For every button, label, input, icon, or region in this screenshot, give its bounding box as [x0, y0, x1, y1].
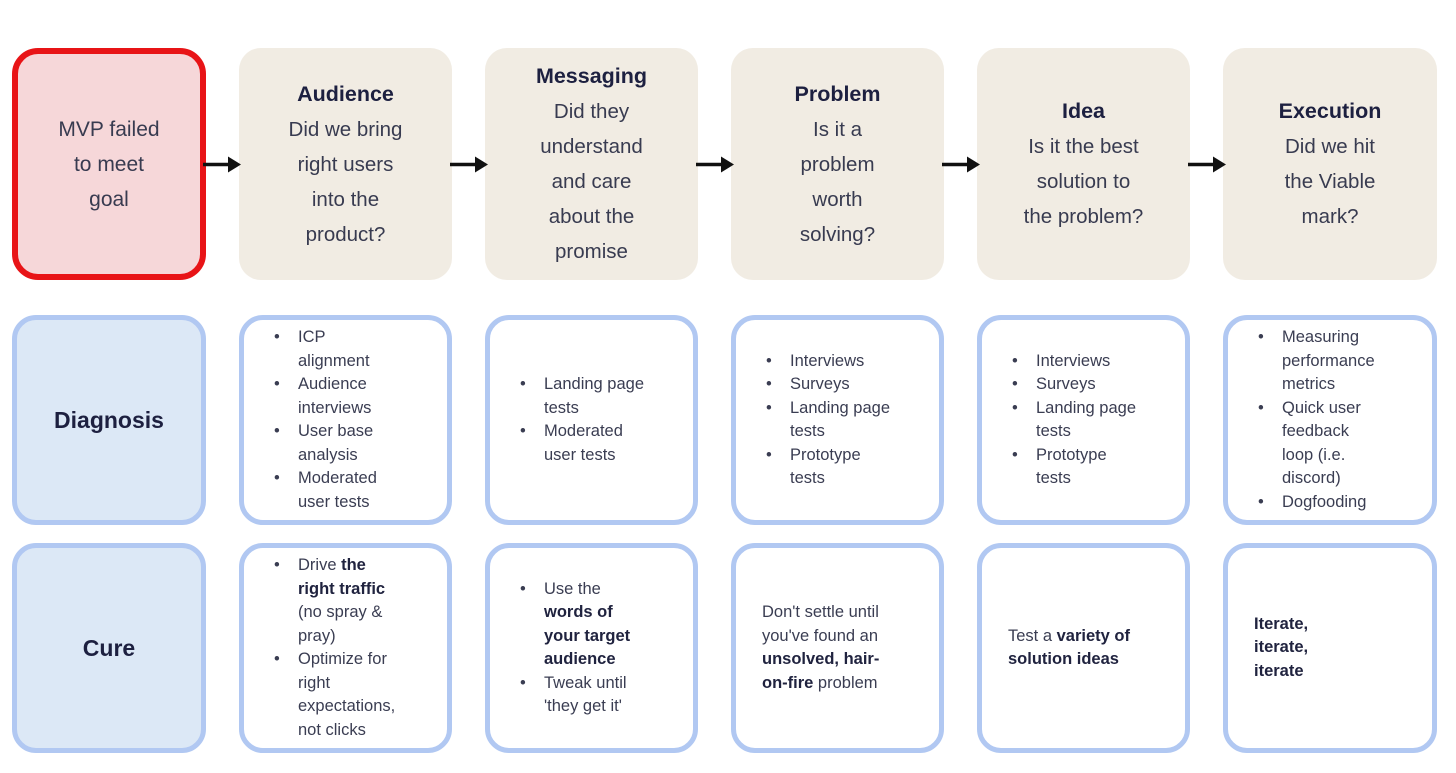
flow-title-messaging: Messaging [535, 64, 648, 88]
flow-box-messaging: Messaging Did they understand and care a… [485, 48, 698, 280]
cure-cell-problem: Don't settle until you've found an unsol… [731, 543, 944, 753]
cure-cell-execution: Iterate, iterate, iterate [1223, 543, 1437, 753]
cure-label-text: Cure [82, 634, 136, 661]
flow-arrow-icon [1188, 156, 1226, 173]
flow-title-execution: Execution [1278, 99, 1382, 123]
cure-row-label: Cure [12, 543, 206, 753]
flow-arrow-icon [942, 156, 980, 173]
diagnosis-label-text: Diagnosis [54, 406, 164, 433]
diagnosis-row-label: Diagnosis [12, 315, 206, 525]
flow-start-text: MVP failed to meet goal [58, 117, 160, 211]
flow-title-problem: Problem [794, 81, 881, 106]
flow-question-idea: Is it the best solution to the problem? [1023, 135, 1144, 228]
flow-arrow-icon [203, 156, 241, 173]
flow-box-execution: Execution Did we hit the Viable mark? [1223, 48, 1437, 280]
flow-title-audience: Audience [297, 81, 394, 106]
diagnosis-row: Diagnosis ICP alignmentAudience intervie… [12, 315, 1437, 525]
flow-question-problem: Is it a problem worth solving? [799, 117, 876, 246]
flow-box-mvp-failed: MVP failed to meet goal [12, 48, 206, 280]
flow-row: MVP failed to meet goal Audience Did we … [12, 48, 1437, 280]
flow-title-idea: Idea [1061, 99, 1106, 123]
cure-row: Cure Drive the right traffic (no spray &… [12, 543, 1437, 753]
diagnosis-cell-audience: ICP alignmentAudience interviewsUser bas… [239, 315, 452, 525]
flow-box-idea: Idea Is it the best solution to the prob… [977, 48, 1190, 280]
flow-box-audience: Audience Did we bring right users into t… [239, 48, 452, 280]
diagnosis-cell-idea: InterviewsSurveysLanding page testsProto… [977, 315, 1190, 525]
diagnosis-cell-messaging: Landing page testsModerated user tests [485, 315, 698, 525]
diagnosis-cell-problem: InterviewsSurveysLanding page testsProto… [731, 315, 944, 525]
cure-cell-audience: Drive the right traffic (no spray & pray… [239, 543, 452, 753]
cure-cell-messaging: Use the words of your target audienceTwe… [485, 543, 698, 753]
flow-question-audience: Did we bring right users into the produc… [288, 117, 403, 246]
flow-arrow-icon [450, 156, 488, 173]
flow-question-execution: Did we hit the Viable mark? [1284, 135, 1376, 228]
diagnosis-cell-execution: Measuring performance metricsQuick user … [1223, 315, 1437, 525]
flow-arrow-icon [696, 156, 734, 173]
flow-box-problem: Problem Is it a problem worth solving? [731, 48, 944, 280]
flow-question-messaging: Did they understand and care about the p… [540, 100, 643, 263]
cure-cell-idea: Test a variety of solution ideas [977, 543, 1190, 753]
